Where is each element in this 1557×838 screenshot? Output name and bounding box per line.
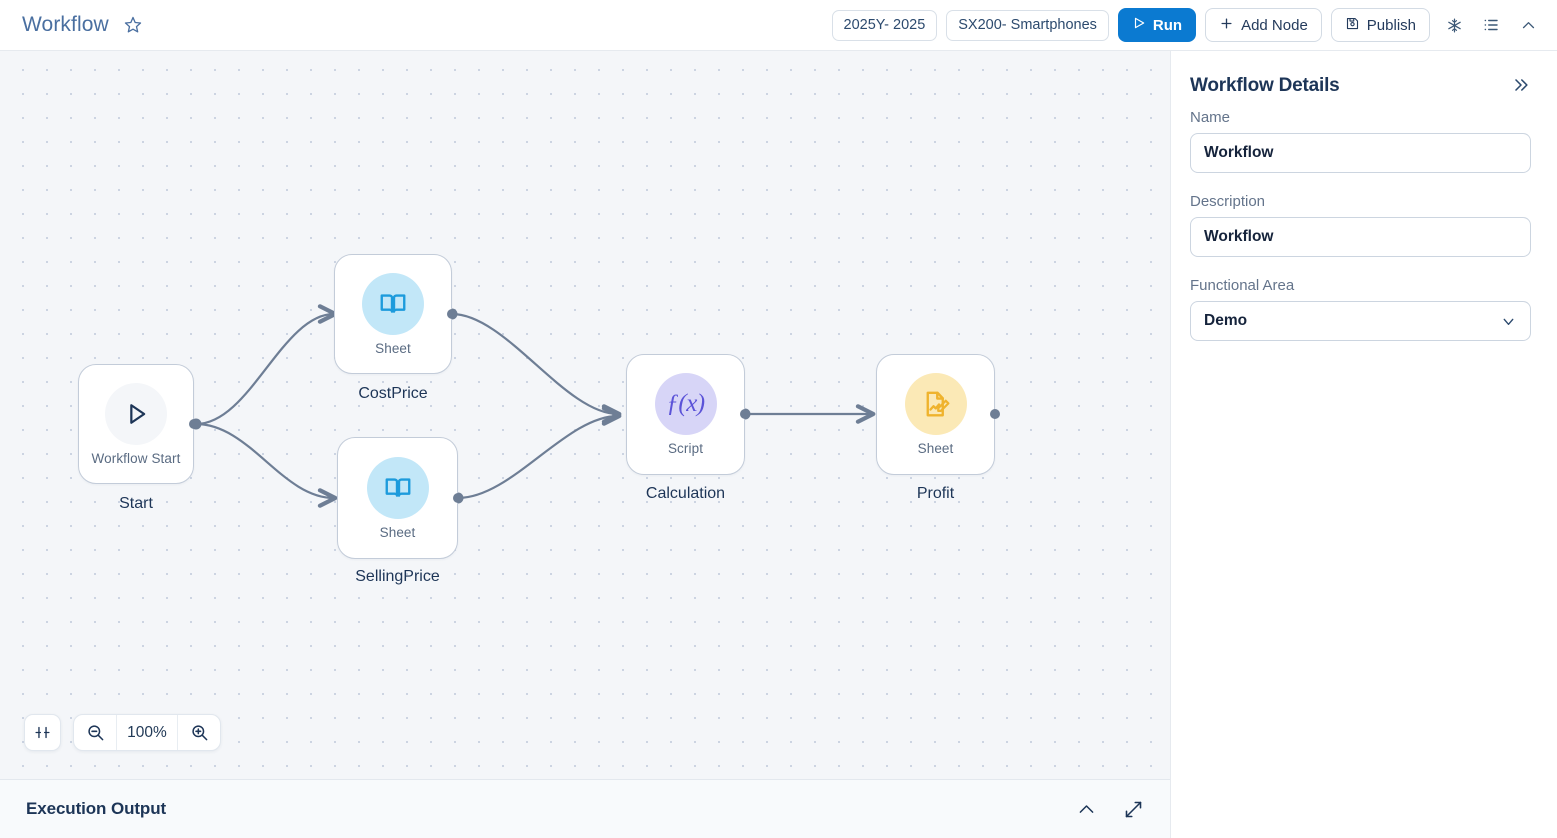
description-input[interactable]: Workflow [1190,217,1531,257]
node-start-subtitle: Workflow Start [91,450,181,466]
edge-start-sellingprice [195,422,338,508]
node-start-disc [105,382,167,445]
edge-costprice-calculation [451,312,622,424]
node-costprice[interactable]: Sheet CostPrice [334,254,457,402]
fit-view-icon [35,726,50,739]
functional-area-select[interactable]: Demo [1190,301,1531,341]
expand-icon [1125,801,1142,817]
zoom-controls: 100% [24,714,221,751]
sheet-edit-icon [926,391,949,417]
panel-title: Workflow Details [1190,75,1340,96]
node-start-box[interactable]: Workflow Start [78,364,194,484]
node-sellingprice-box[interactable]: Sheet [337,437,458,559]
node-sellingprice-subtitle: Sheet [379,524,416,540]
node-calculation-subtitle: Script [667,441,704,456]
snowflake-icon[interactable] [1441,12,1467,38]
node-profit-disc [904,373,967,435]
star-icon[interactable] [123,15,143,35]
publish-button[interactable]: Publish [1330,8,1430,42]
add-node-label: Add Node [1241,16,1308,34]
node-start-caption: Start [119,495,153,512]
functional-area-label: Functional Area [1190,277,1295,294]
publish-label: Publish [1366,16,1416,34]
function-icon: ƒ(x) [666,390,705,417]
toolbar: 2025Y- 2025 SX200- Smartphones Run Add N… [831,8,1557,42]
node-profit-subtitle: Sheet [917,441,954,456]
year-pill[interactable]: 2025Y- 2025 [831,9,938,41]
execution-expand-button[interactable] [1123,799,1144,820]
zoom-out-button[interactable] [74,715,116,750]
play-icon [130,403,146,424]
functional-area-value: Demo [1204,312,1248,329]
node-start-output-port[interactable] [189,419,199,429]
description-label: Description [1190,193,1266,210]
execution-output-title: Execution Output [26,799,167,818]
node-profit-output-port[interactable] [990,409,1000,419]
list-icon[interactable] [1478,12,1504,38]
play-icon [1132,16,1146,34]
panel-header: Workflow Details [1190,75,1531,97]
zoom-in-button[interactable] [178,715,220,750]
plus-icon [1219,16,1234,35]
chevron-up-icon[interactable] [1515,12,1541,38]
node-sellingprice[interactable]: Sheet SellingPrice [337,437,463,585]
node-costprice-disc [362,272,424,335]
chevron-down-icon [1503,318,1514,325]
node-calculation-output-port[interactable] [740,409,750,419]
execution-output-bar: Execution Output [0,779,1170,838]
product-pill[interactable]: SX200- Smartphones [946,9,1109,41]
zoom-out-icon [87,725,103,741]
node-profit-box[interactable]: Sheet [876,354,995,475]
panel-collapse-button[interactable] [1511,75,1531,95]
node-sellingprice-disc [366,456,429,519]
node-sellingprice-output-port[interactable] [453,493,463,503]
workflow-details-panel: Workflow Details Name Workflow Descripti… [1170,51,1557,838]
node-calculation-disc: ƒ(x) [654,373,717,435]
chevrons-right-icon [1515,79,1528,91]
name-input[interactable]: Workflow [1190,133,1531,173]
node-sellingprice-caption: SellingPrice [355,568,440,585]
fit-view-button[interactable] [24,714,61,751]
title-area: Workflow [0,13,143,37]
edge-sellingprice-calculation [457,406,622,500]
run-button[interactable]: Run [1117,8,1197,42]
page-title: Workflow [22,13,109,36]
top-bar: Workflow 2025Y- 2025 SX200- Smartphones … [0,0,1557,51]
zoom-group: 100% [73,714,221,751]
node-calculation[interactable]: ƒ(x) Script Calculation [626,354,750,502]
node-costprice-subtitle: Sheet [375,340,411,356]
node-calculation-caption: Calculation [645,485,726,502]
node-costprice-box[interactable]: Sheet [334,254,452,374]
execution-collapse-button[interactable] [1076,799,1097,820]
book-icon [385,477,410,497]
run-label: Run [1152,16,1183,34]
zoom-level[interactable]: 100% [116,715,178,750]
node-costprice-caption: CostPrice [358,385,428,402]
node-profit-caption: Profit [916,485,955,502]
save-icon [1345,16,1360,35]
zoom-in-icon [191,725,207,741]
book-icon [380,293,406,313]
node-profit[interactable]: Sheet Profit [876,354,1000,502]
workflow-canvas[interactable]: Workflow Start Start Sheet CostPrice [0,51,1170,779]
chevron-up-icon [1079,804,1094,813]
node-costprice-output-port[interactable] [447,309,457,319]
node-start[interactable]: Workflow Start Start [78,364,199,512]
node-calculation-box[interactable]: ƒ(x) Script [626,354,745,475]
edge-start-costprice [195,304,338,426]
name-label: Name [1190,109,1231,126]
execution-output-actions [1076,799,1144,820]
add-node-button[interactable]: Add Node [1205,8,1322,42]
